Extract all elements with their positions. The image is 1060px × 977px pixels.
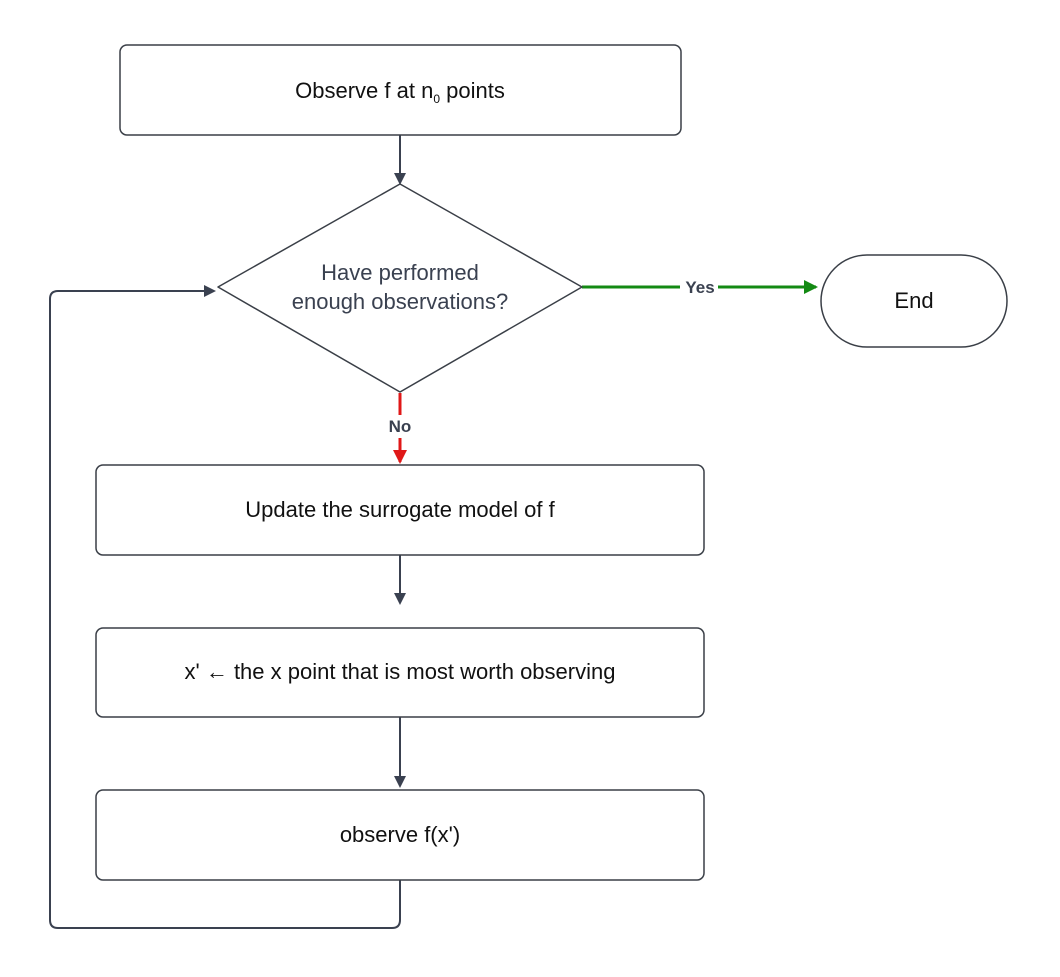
node-decision: Have performed enough observations? xyxy=(217,183,583,393)
node-observe-initial: Observe f at n0 points xyxy=(119,44,682,136)
node-end-label: End xyxy=(894,288,933,313)
node-update-model: Update the surrogate model of f xyxy=(95,464,705,556)
decision-line-2: enough observations? xyxy=(292,289,509,314)
node-select-point-label: x' ← the x point that is most worth obse… xyxy=(185,659,616,684)
node-observe-point-label: observe f(x') xyxy=(340,822,460,847)
edge-loop-back-to-decision xyxy=(49,285,401,929)
decision-line-1: Have performed xyxy=(321,260,479,285)
node-end: End xyxy=(820,254,1008,348)
node-select-point: x' ← the x point that is most worth obse… xyxy=(95,627,705,718)
node-update-model-label: Update the surrogate model of f xyxy=(245,497,555,522)
node-observe-point: observe f(x') xyxy=(95,789,705,881)
node-observe-initial-label: Observe f at n0 points xyxy=(295,78,505,106)
yes-label: Yes xyxy=(685,278,714,297)
no-label: No xyxy=(389,417,412,436)
